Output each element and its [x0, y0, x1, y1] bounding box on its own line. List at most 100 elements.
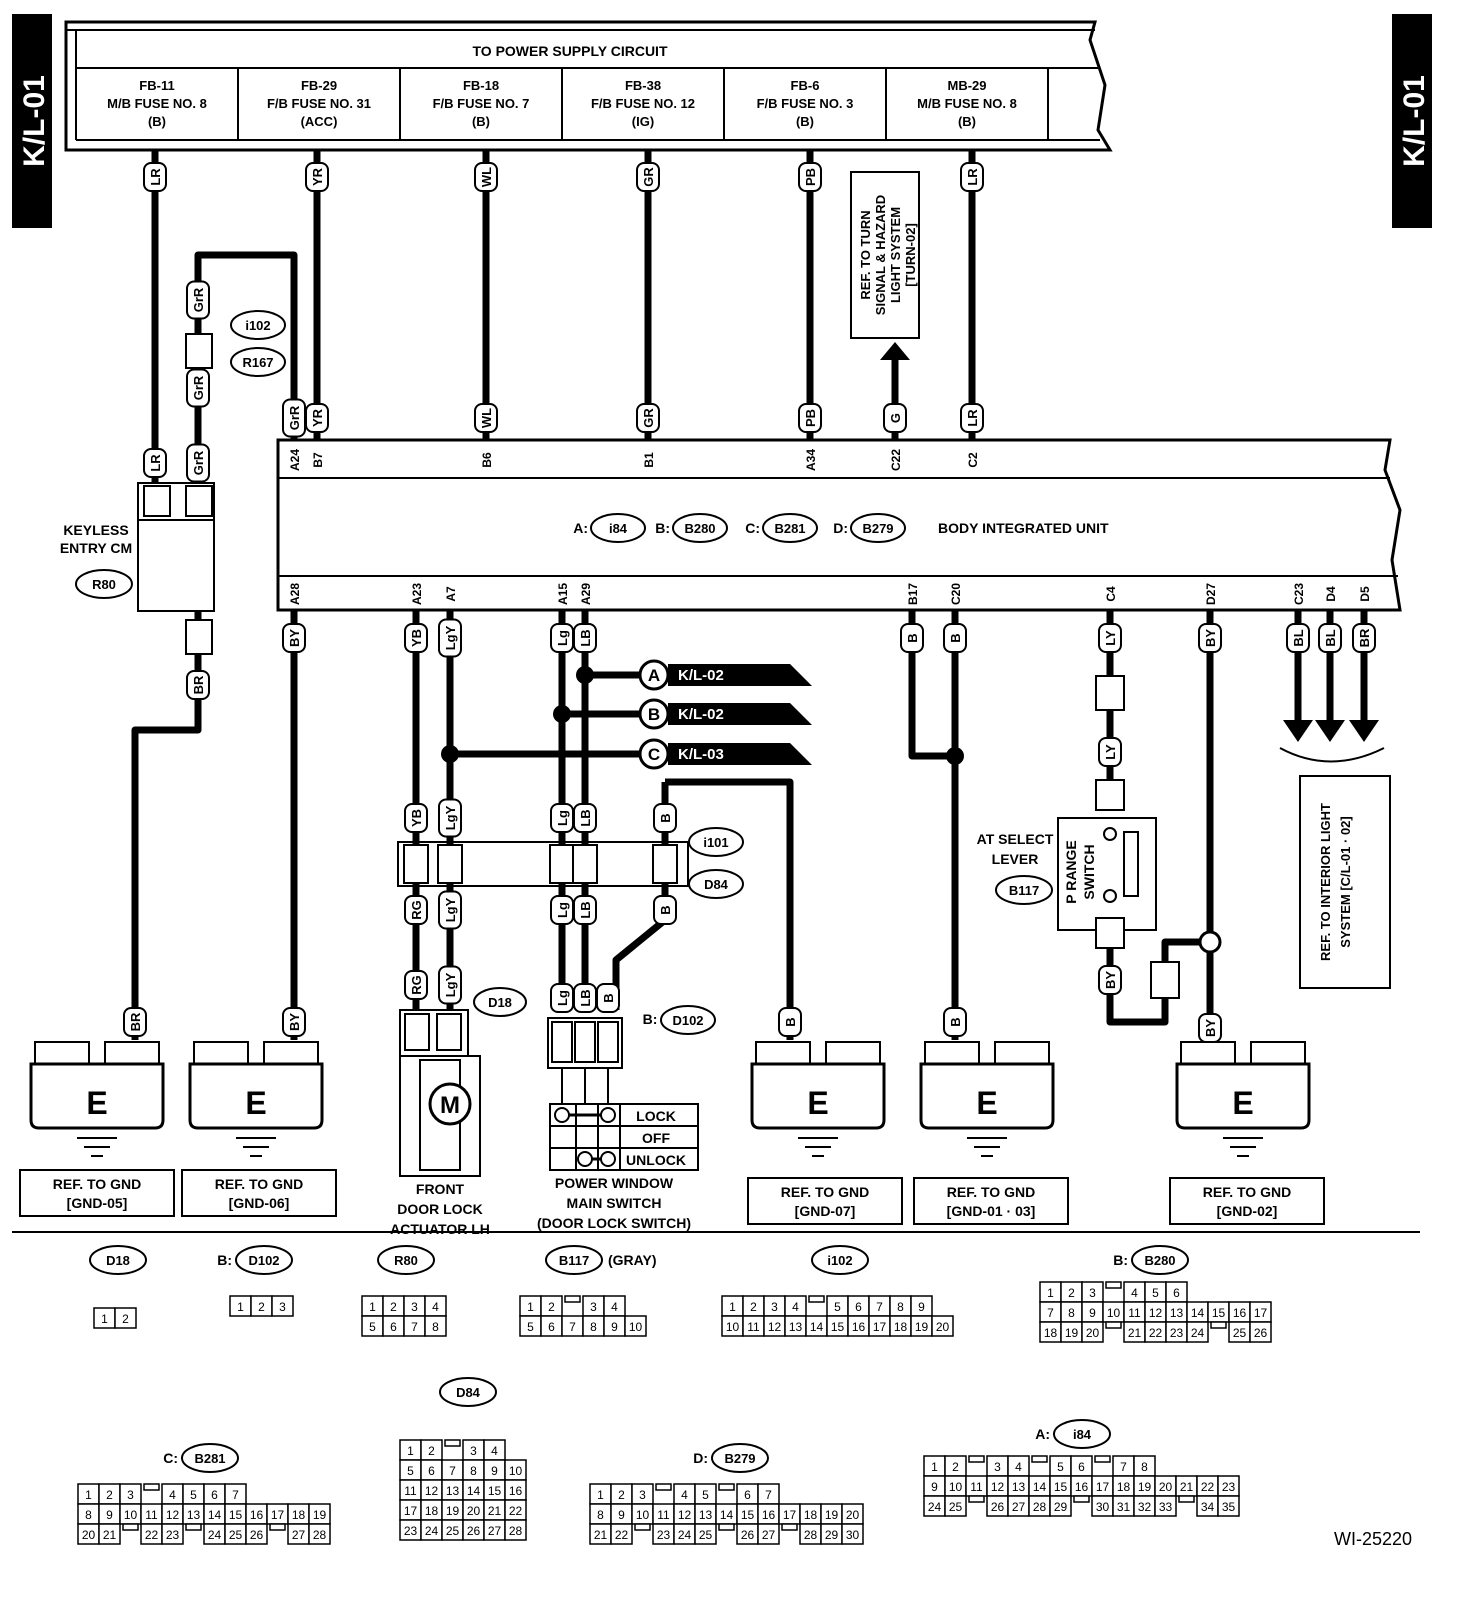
- ref-label-kl02a: K/L-02: [678, 667, 724, 684]
- ground-ref-box: [747, 1177, 903, 1225]
- connector-cell-number: 6: [855, 1300, 862, 1314]
- connector-cell-number: 3: [1089, 1286, 1096, 1300]
- turn-ref-line: LIGHT SYSTEM: [888, 207, 903, 303]
- connector-cell-number: 27: [1012, 1500, 1026, 1514]
- connector-cell-number: 23: [166, 1528, 180, 1542]
- interior-ref-line: REF. TO INTERIOR LIGHT: [1318, 803, 1333, 961]
- connector-cell-number: 4: [681, 1488, 688, 1502]
- connector-cell-number: 12: [1149, 1306, 1163, 1320]
- connector-cell-number: 9: [1089, 1306, 1096, 1320]
- actuator-conn-id-oval: [473, 987, 527, 1017]
- biu-top-wire-label-box: [474, 403, 498, 433]
- figure-id: WI-25220: [1334, 1529, 1412, 1549]
- biu-bottom-wire-label-box: [1318, 623, 1342, 653]
- connector-cell-number: 2: [952, 1460, 959, 1474]
- connector-cell-number: 18: [804, 1508, 818, 1522]
- connector-cell-number: 19: [1065, 1326, 1079, 1340]
- connector-cell-number: 11: [747, 1320, 760, 1334]
- ground-icon: [967, 1137, 1007, 1157]
- actuator-wire: RG: [409, 975, 424, 995]
- fuse-wire-label-box: [474, 162, 498, 192]
- connector-view-oval: [1053, 1419, 1111, 1449]
- connector-cell-number: 16: [1233, 1306, 1247, 1320]
- connector-key-notch: [444, 1439, 461, 1447]
- at-wire-label-box: [1098, 965, 1122, 995]
- keyless-wire-label: BR: [191, 675, 206, 694]
- at-wire-label: BY: [1103, 971, 1118, 989]
- connector-view-key: B:: [1113, 1252, 1128, 1268]
- connector-cell-number: 35: [1222, 1500, 1236, 1514]
- connector-cell-number: 17: [1096, 1480, 1110, 1494]
- biu-conn-oval: [850, 513, 906, 543]
- connector-cell-number: 16: [509, 1484, 523, 1498]
- connector-cell-number: 21: [594, 1528, 608, 1542]
- ground-tab: [263, 1041, 319, 1065]
- connector-cell-number: 5: [1057, 1460, 1064, 1474]
- pws-wire: LB: [578, 989, 593, 1006]
- connector-cell-number: 2: [548, 1300, 555, 1314]
- p-range-contact: [1103, 889, 1117, 903]
- side-tag-left: K/L-01: [12, 14, 52, 228]
- connector-cell-number: 6: [744, 1488, 751, 1502]
- biu-conn-key: B:: [655, 520, 670, 536]
- connector-view-id: B280: [1144, 1253, 1175, 1268]
- connector-cell: [308, 1523, 331, 1545]
- joint-wire-top: Lg: [555, 810, 570, 826]
- connector-cell-number: 20: [82, 1528, 96, 1542]
- ground-wire-label-box: [123, 1007, 147, 1037]
- ref-label-kl02b: K/L-02: [678, 706, 724, 723]
- connector-cell: [1081, 1321, 1104, 1343]
- connector-cell-number: 13: [789, 1320, 803, 1334]
- connector-cell-number: 9: [106, 1508, 113, 1522]
- at-lever-conn-oval: [995, 875, 1053, 905]
- connector-cell-number: 21: [103, 1528, 117, 1542]
- connector-cell-number: 3: [639, 1488, 646, 1502]
- connector-view-id: B281: [194, 1451, 225, 1466]
- keyless-name: ENTRY CM: [60, 540, 132, 556]
- biu-bottom-pin: A7: [444, 586, 458, 602]
- connector-view-oval: [235, 1245, 293, 1275]
- connector-view-oval: [545, 1245, 603, 1275]
- connector-cell-number: 21: [1128, 1326, 1142, 1340]
- connector-cell-number: 2: [1068, 1286, 1075, 1300]
- biu-bottom-wire-label: BL: [1291, 629, 1306, 646]
- ground-ref: REF. TO GND: [781, 1184, 869, 1200]
- joint-conn-i102-oval: [230, 310, 286, 340]
- connector-cell-number: 17: [873, 1320, 887, 1334]
- connector-cell-number: 1: [931, 1460, 938, 1474]
- biu-bottom-pin: D4: [1324, 586, 1338, 602]
- ground-body: [1175, 1062, 1311, 1130]
- connector-cell-number: 5: [369, 1320, 376, 1334]
- p-range-label: P RANGE: [1063, 840, 1079, 904]
- ground-wire-label: BY: [1203, 1019, 1218, 1037]
- ground-tab: [104, 1041, 160, 1065]
- pws-pin-box: [597, 1021, 619, 1063]
- biu-bottom-pin: A29: [579, 583, 593, 605]
- actuator-pin-box: [436, 1013, 462, 1051]
- actuator-name: ACTUATOR LH: [390, 1221, 490, 1237]
- biu-bottom-wire-label: LB: [578, 629, 593, 646]
- connector-cell-number: 25: [1233, 1326, 1247, 1340]
- connector-cell-number: 13: [446, 1484, 460, 1498]
- joint-wire-bottom-box: [653, 895, 677, 925]
- fuse-type: (IG): [632, 114, 654, 129]
- fuse-id: FB-38: [625, 78, 661, 93]
- fuse-type: (B): [958, 114, 976, 129]
- fuse-wire-label: LR: [148, 168, 163, 186]
- actuator-wire-box: [404, 970, 428, 1000]
- connector-cell-number: 7: [569, 1320, 576, 1334]
- connector-cell: [944, 1495, 967, 1517]
- joint-wire-bottom-box: [438, 890, 462, 930]
- ground-code: [GND-01 · 03]: [947, 1203, 1036, 1219]
- biu-bottom-pin: C23: [1292, 583, 1306, 605]
- connector-cell-number: 5: [190, 1488, 197, 1502]
- biu-bottom-wire-label-box: [1098, 623, 1122, 653]
- connector-cell-number: 22: [1201, 1480, 1215, 1494]
- connector-cell-number: 11: [657, 1508, 670, 1522]
